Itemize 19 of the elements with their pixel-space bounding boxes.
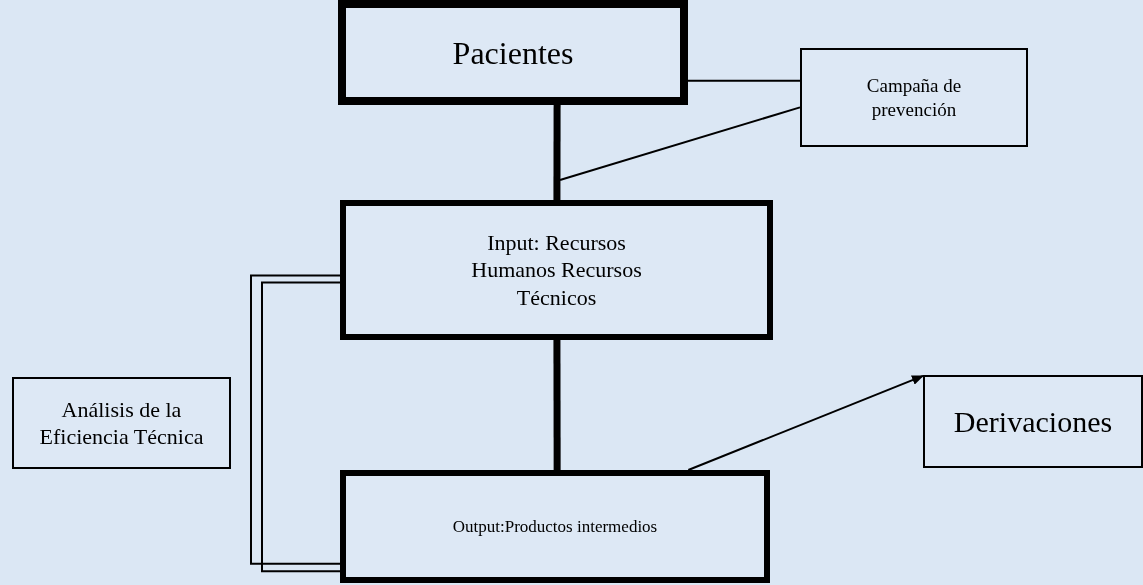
box-label: Output:Productos intermedios xyxy=(452,515,658,538)
connector-line xyxy=(553,340,561,470)
process-box xyxy=(800,48,1028,147)
process-box xyxy=(12,377,231,469)
connector-line xyxy=(250,274,341,565)
box-label: Campaña de prevención xyxy=(865,73,963,122)
process-box xyxy=(338,0,688,105)
box-label: Derivaciones xyxy=(953,403,1113,440)
connector-line xyxy=(559,106,801,181)
process-box xyxy=(340,470,770,583)
box-label: Input: Recursos Humanos Recursos Técnicos xyxy=(470,228,643,312)
box-label: Análisis de la Eficiencia Técnica xyxy=(38,395,205,451)
box-label: Pacientes xyxy=(452,33,574,73)
connector-line xyxy=(261,281,341,573)
connector-line xyxy=(687,79,801,82)
arrow xyxy=(687,374,924,471)
connector-line xyxy=(553,105,561,200)
process-box xyxy=(340,200,773,340)
process-box xyxy=(923,375,1143,468)
